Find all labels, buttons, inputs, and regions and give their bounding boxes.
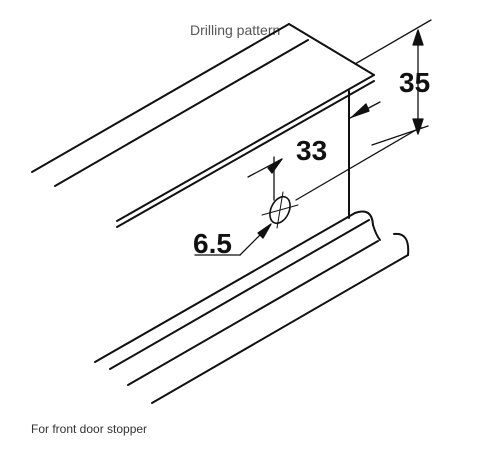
- dimension-label-35: 35: [399, 67, 430, 98]
- dimension-label-6-5: 6.5: [193, 228, 232, 259]
- caption: For front door stopper: [31, 422, 148, 436]
- dimension-label-33: 33: [296, 135, 327, 166]
- dimension-6-5: [194, 223, 272, 256]
- dimension-35: [349, 19, 432, 146]
- bottom-lip: [94, 210, 410, 404]
- drill-hole: [261, 191, 299, 229]
- page-title: Drilling pattern: [190, 22, 281, 38]
- top-flange: [31, 23, 375, 228]
- dimension-33: [247, 126, 422, 201]
